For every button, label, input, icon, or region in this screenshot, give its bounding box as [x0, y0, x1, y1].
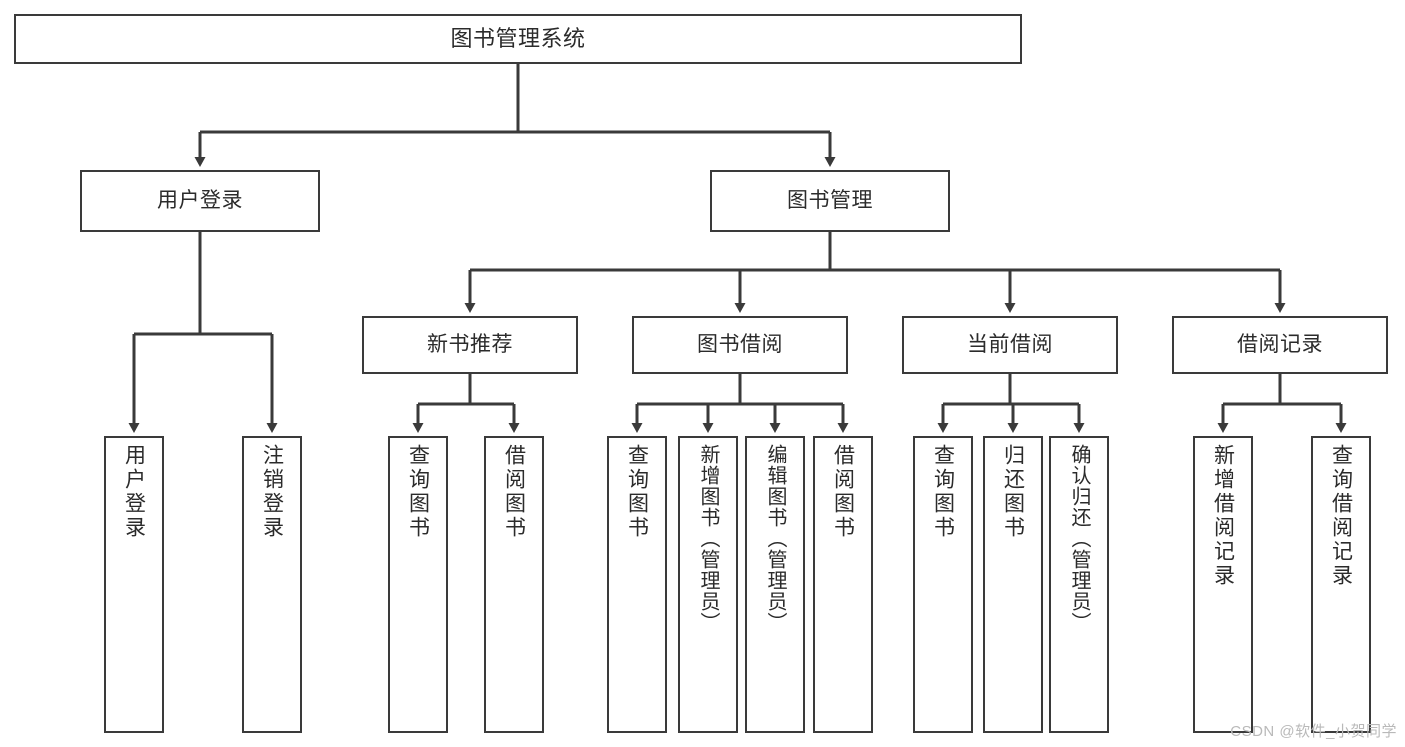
node-user-login[interactable]: 用户登录: [80, 170, 320, 232]
watermark: CSDN @软件_小贺同学: [1230, 723, 1397, 740]
node-label: 归还图书: [1001, 444, 1025, 540]
leaf-borrow-books[interactable]: 借阅图书: [813, 436, 873, 733]
node-label: 新增借阅记录: [1211, 444, 1235, 588]
leaf-query-books-borrow[interactable]: 查询图书: [607, 436, 667, 733]
leaf-query-books-newbook[interactable]: 查询图书: [388, 436, 448, 733]
leaf-add-book-admin[interactable]: 新增图书（管理员）: [678, 436, 738, 733]
leaf-query-books-current[interactable]: 查询图书: [913, 436, 973, 733]
node-label: 用户登录: [122, 444, 146, 540]
node-label: 当前借阅: [967, 333, 1053, 357]
node-label: 查询图书: [406, 444, 430, 540]
node-label: 编辑图书（管理员）: [764, 444, 786, 633]
node-label: 借阅图书: [502, 444, 526, 540]
node-current-borrowing[interactable]: 当前借阅: [902, 316, 1118, 374]
node-book-management[interactable]: 图书管理: [710, 170, 950, 232]
node-label: 图书管理系统: [450, 25, 586, 51]
node-label: 用户登录: [157, 189, 243, 213]
leaf-edit-book-admin[interactable]: 编辑图书（管理员）: [745, 436, 805, 733]
leaf-user-login[interactable]: 用户登录: [104, 436, 164, 733]
node-label: 注销登录: [260, 444, 284, 540]
node-new-book-recommendation[interactable]: 新书推荐: [362, 316, 578, 374]
node-label: 图书管理: [787, 189, 873, 213]
node-borrowing-records[interactable]: 借阅记录: [1172, 316, 1388, 374]
leaf-borrow-books-newbook[interactable]: 借阅图书: [484, 436, 544, 733]
node-label: 新书推荐: [427, 333, 513, 357]
node-label: 查询借阅记录: [1329, 444, 1353, 588]
node-book-borrowing[interactable]: 图书借阅: [632, 316, 848, 374]
leaf-logout[interactable]: 注销登录: [242, 436, 302, 733]
leaf-add-borrow-record[interactable]: 新增借阅记录: [1193, 436, 1253, 733]
node-label: 确认归还（管理员）: [1068, 444, 1090, 633]
node-label: 借阅图书: [831, 444, 855, 540]
node-label: 查询图书: [625, 444, 649, 540]
node-label: 新增图书（管理员）: [697, 444, 719, 633]
leaf-confirm-return-admin[interactable]: 确认归还（管理员）: [1049, 436, 1109, 733]
node-book-management-system[interactable]: 图书管理系统: [14, 14, 1022, 64]
node-label: 图书借阅: [697, 333, 783, 357]
node-label: 借阅记录: [1237, 333, 1323, 357]
leaf-return-books[interactable]: 归还图书: [983, 436, 1043, 733]
leaf-query-borrow-record[interactable]: 查询借阅记录: [1311, 436, 1371, 733]
node-label: 查询图书: [931, 444, 955, 540]
